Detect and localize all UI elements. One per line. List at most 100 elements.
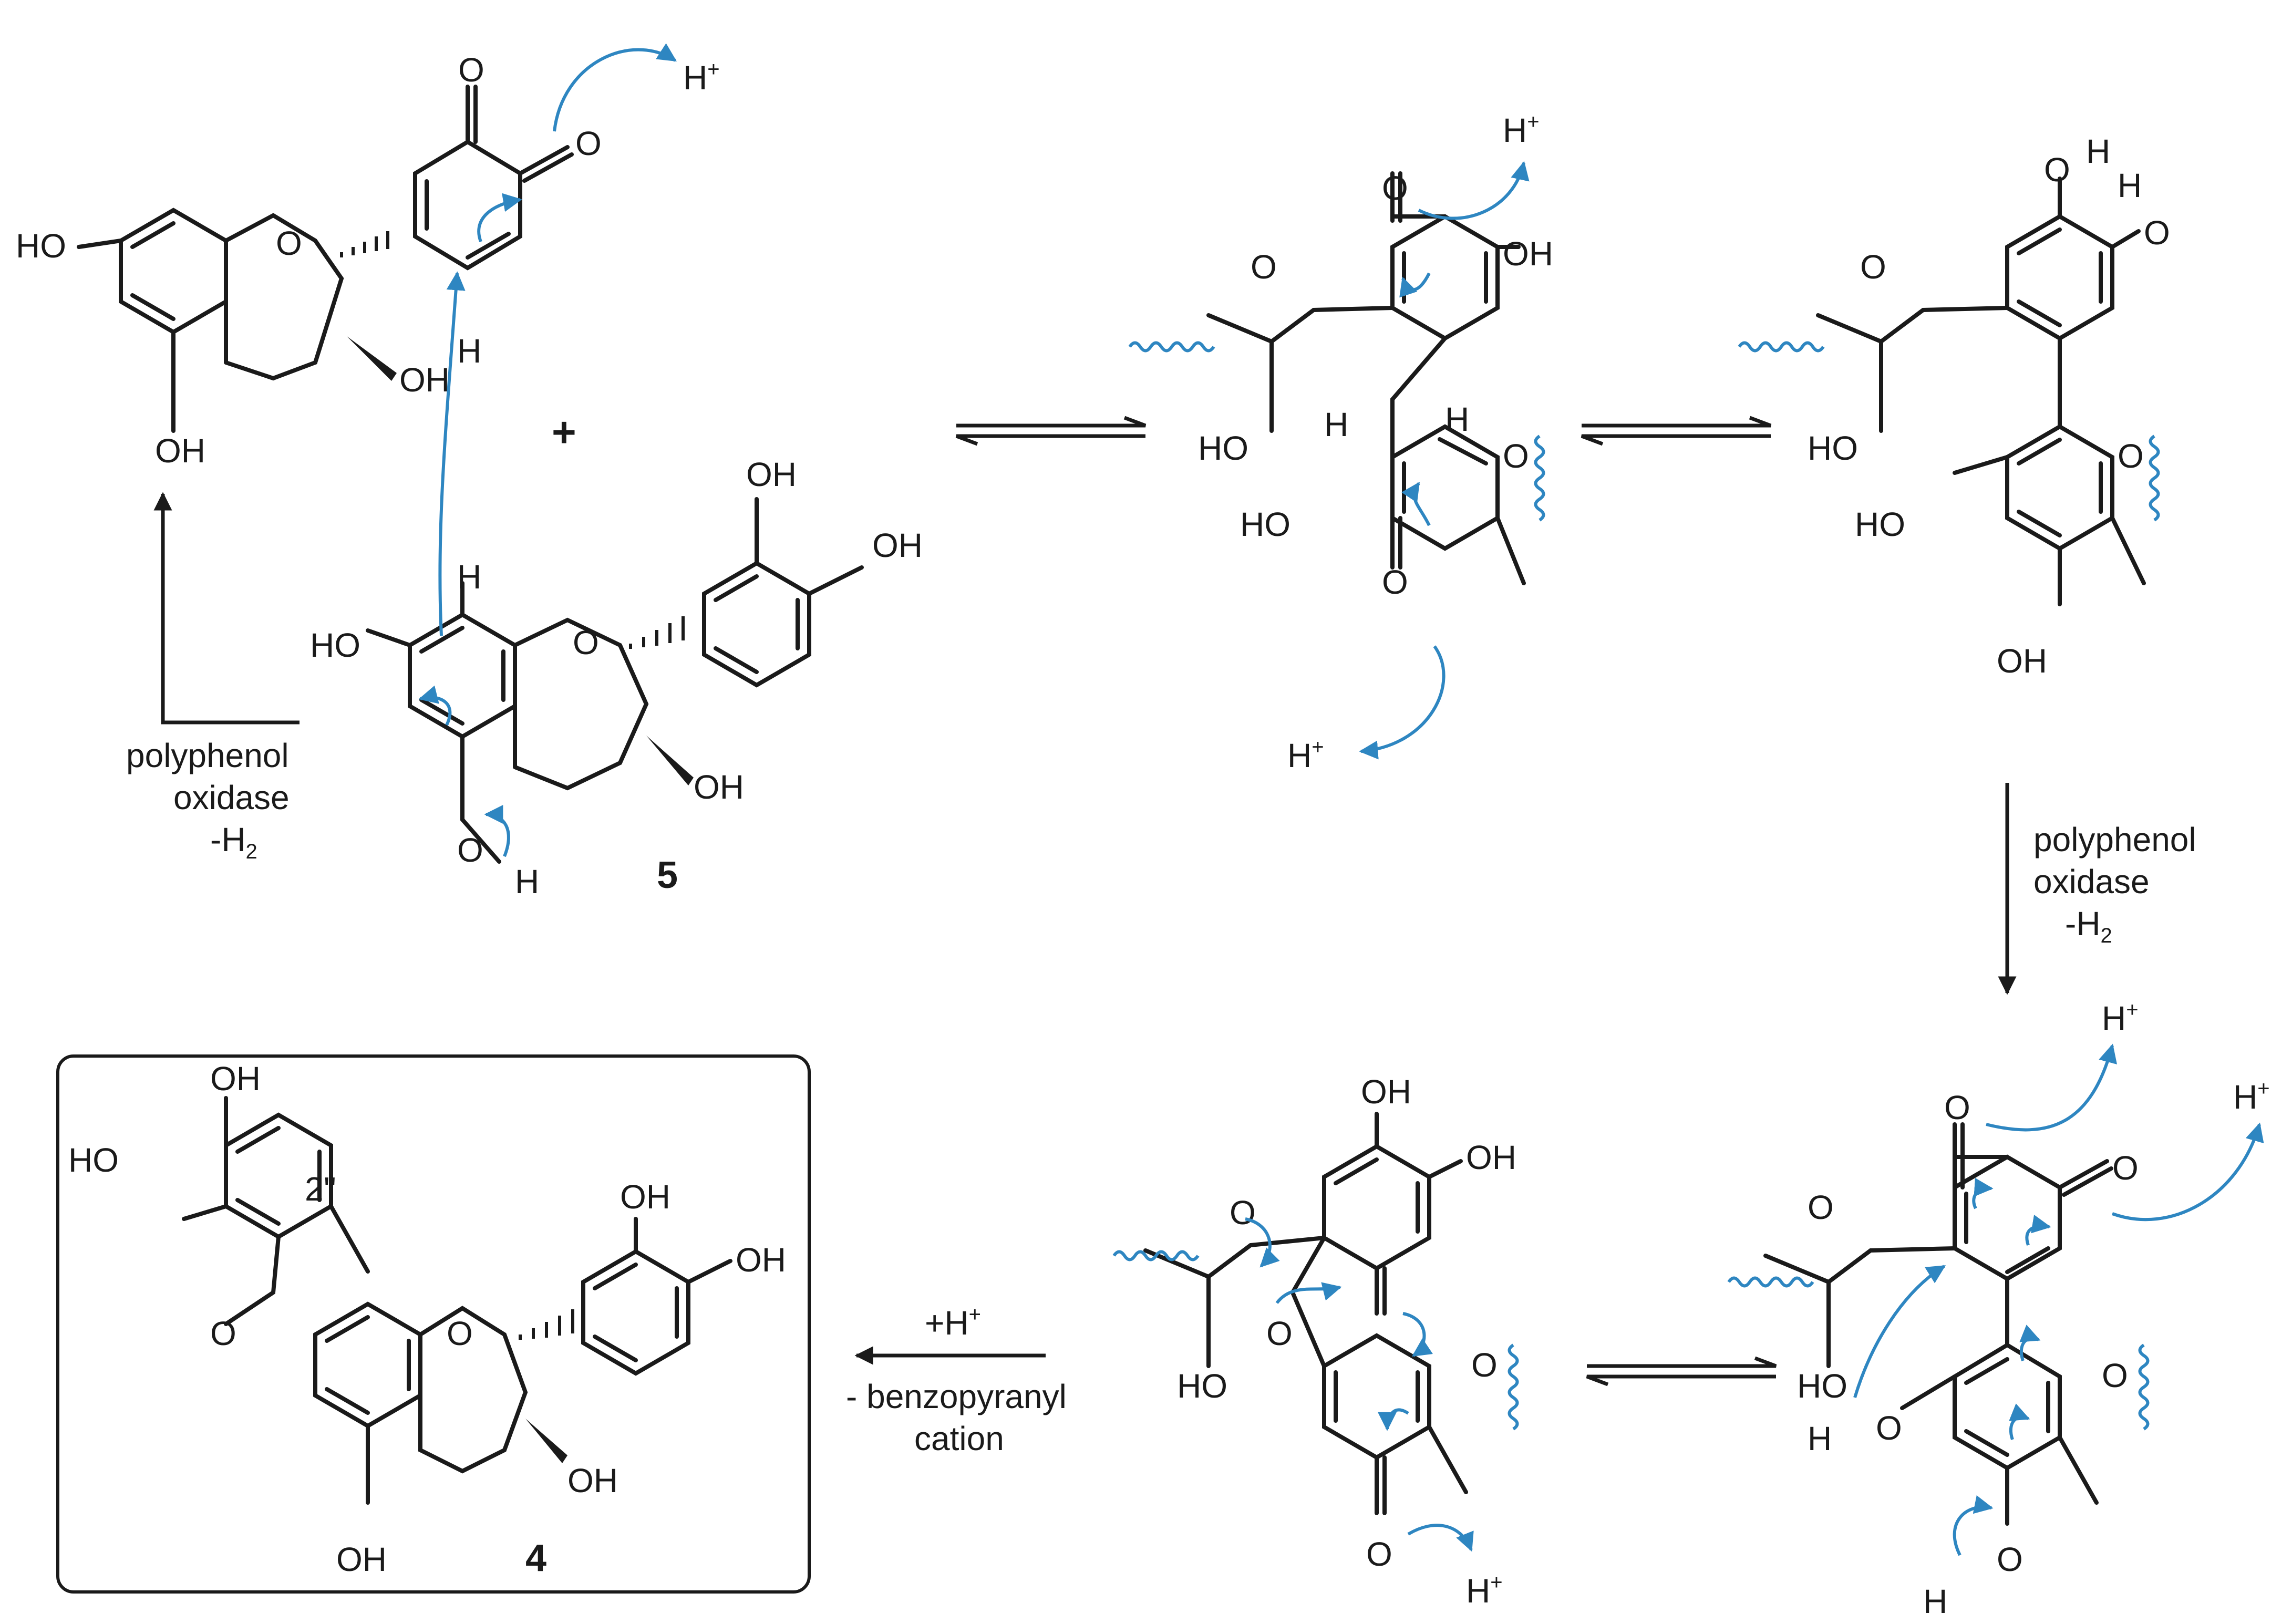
o-label: O bbox=[1860, 248, 1886, 286]
ring-o-label: O bbox=[276, 224, 302, 262]
biaryl-quinone: O O O HO H O O O H H+ H+ bbox=[1727, 998, 2270, 1620]
spiro-intermediate: OH OH O O HO O O H+ bbox=[1112, 1073, 1519, 1610]
reagent-label: polyphenol bbox=[126, 737, 289, 774]
carbonyl-o-label: O bbox=[2112, 1149, 2139, 1187]
o-label: O bbox=[1251, 248, 1277, 286]
wavy-bond bbox=[2149, 435, 2160, 522]
catechin-5: H HO O OH OH OH O H 5 bbox=[310, 271, 923, 901]
electron-arrow bbox=[418, 685, 452, 726]
oh-label: OH bbox=[1503, 235, 1553, 273]
electron-arrow bbox=[1275, 1282, 1342, 1304]
wedge-bond bbox=[646, 736, 694, 785]
lower-ring bbox=[2005, 424, 2114, 551]
upper-ring bbox=[1953, 1154, 2062, 1281]
hashed-bond bbox=[340, 231, 389, 257]
reagent-label: polyphenol bbox=[2033, 821, 2196, 858]
upper-ring-double bbox=[2017, 227, 2103, 327]
electron-arrow bbox=[2111, 1122, 2264, 1222]
reagent-label: cation bbox=[914, 1420, 1004, 1457]
lower-ring-double bbox=[1964, 1357, 2050, 1457]
electron-arrow bbox=[2019, 1325, 2041, 1361]
ring-o-label: O bbox=[1266, 1315, 1293, 1352]
electron-arrow bbox=[1401, 482, 1431, 526]
o-label: O bbox=[2118, 437, 2144, 475]
wavy-bond bbox=[1727, 1276, 1814, 1288]
lower-ring-double bbox=[1334, 1370, 1420, 1423]
oh-label: OH bbox=[399, 361, 450, 399]
electron-arrow bbox=[1399, 272, 1431, 298]
ho-label: HO bbox=[1177, 1367, 1227, 1405]
quinone-catechin: HO O OH OH O O H H+ bbox=[16, 43, 720, 470]
quinone-double bbox=[425, 179, 511, 260]
o-label: O bbox=[2102, 1357, 2128, 1394]
ring-double bbox=[325, 1315, 411, 1415]
oh-label: OH bbox=[1361, 1073, 1411, 1111]
oh-label: OH bbox=[155, 432, 205, 470]
carbonyl-o-label: O bbox=[1382, 563, 1408, 601]
plus-sign: + bbox=[552, 409, 576, 456]
ring-o-label: O bbox=[573, 624, 599, 661]
wavy-bond bbox=[1738, 341, 1825, 353]
ring-a-double bbox=[419, 626, 505, 726]
h-label: H bbox=[1808, 1420, 1832, 1457]
oh-label: OH bbox=[736, 1241, 786, 1279]
ring-c-bonds bbox=[224, 213, 344, 381]
oh-label: OH bbox=[567, 1462, 618, 1499]
wedge-bond bbox=[525, 1419, 567, 1463]
wavy-bond bbox=[1128, 341, 1215, 353]
lower-ring bbox=[1953, 1342, 2062, 1471]
h-label: H bbox=[515, 863, 539, 901]
o-label: O bbox=[1997, 1540, 2023, 1578]
ring-o-label: O bbox=[447, 1315, 473, 1352]
reagent-label: - benzopyranyl bbox=[846, 1378, 1067, 1415]
ho-label: HO bbox=[1240, 505, 1290, 543]
furan-o-label: O bbox=[210, 1315, 236, 1352]
reaction-arrow bbox=[153, 492, 300, 725]
electron-arrow bbox=[1972, 1177, 1994, 1209]
h-label: H bbox=[1445, 400, 1469, 438]
upper-ring bbox=[1390, 214, 1500, 341]
position-label: 2'' bbox=[305, 1170, 336, 1208]
electron-arrow bbox=[477, 193, 522, 243]
ho-label: HO bbox=[1855, 505, 1905, 543]
ho-label: HO bbox=[16, 227, 66, 265]
upper-ring-double bbox=[1402, 251, 1488, 304]
wavy-bond bbox=[1508, 1343, 1519, 1431]
equilibrium-arrow bbox=[1581, 416, 1772, 446]
reagent-label: oxidase bbox=[2033, 863, 2150, 901]
carbonyl-o-label: O bbox=[1366, 1535, 1392, 1573]
ho-label: HO bbox=[1797, 1367, 1847, 1405]
wavy-bond bbox=[2138, 1343, 2150, 1431]
electron-arrow bbox=[1402, 1312, 1433, 1357]
oh-label: OH bbox=[620, 1178, 670, 1216]
carbonyl-o-label: O bbox=[1944, 1089, 1970, 1126]
oh-label: OH bbox=[872, 526, 923, 564]
oxidation-step-left: polyphenol oxidase -H2 bbox=[126, 492, 300, 863]
ho-label: HO bbox=[68, 1141, 119, 1179]
hashed-bond bbox=[519, 1309, 574, 1340]
h-label: H bbox=[1324, 406, 1348, 443]
electron-arrow bbox=[1245, 1217, 1280, 1268]
ho-label: HO bbox=[1198, 429, 1248, 467]
hashed-bond bbox=[629, 616, 685, 649]
upper-ring bbox=[1322, 1144, 1431, 1271]
h-label: H bbox=[2086, 132, 2110, 170]
electron-arrow bbox=[1378, 1408, 1409, 1431]
oh-label: OH bbox=[210, 1060, 261, 1098]
electron-arrow bbox=[1359, 645, 1446, 760]
o-label: O bbox=[1503, 437, 1529, 475]
o-label: O bbox=[457, 831, 483, 869]
biaryl-intermediate: O H H O O HO HO O OH bbox=[1738, 132, 2170, 680]
h-label: H bbox=[2118, 167, 2142, 204]
reagent-label: -H2 bbox=[2065, 905, 2112, 947]
ring-a-bonds bbox=[408, 612, 517, 739]
h-label: H bbox=[1923, 1582, 1947, 1620]
carbonyl-o-label: O bbox=[575, 125, 602, 162]
o-label: O bbox=[2144, 214, 2170, 252]
carbonyl-o-label: O bbox=[458, 51, 484, 89]
ho-label: HO bbox=[310, 626, 360, 664]
reagent-label: +H+ bbox=[925, 1303, 981, 1342]
oh-label: OH bbox=[746, 456, 797, 493]
proton-label: H+ bbox=[683, 58, 720, 97]
reagent-label: oxidase bbox=[173, 779, 290, 816]
